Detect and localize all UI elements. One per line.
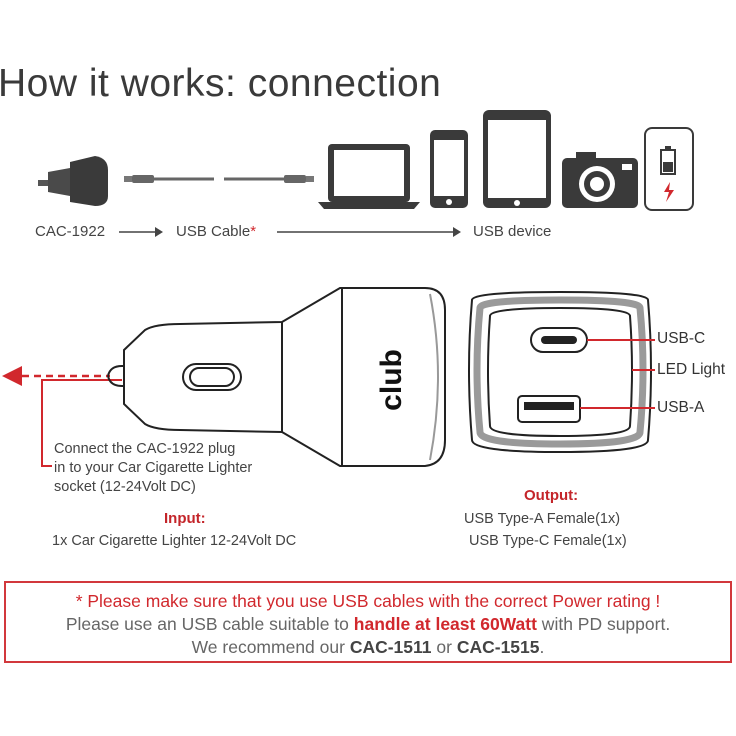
car-charger-large-icon xyxy=(107,287,446,467)
brand-logo-text: club xyxy=(375,349,408,411)
club3d-logo: club xyxy=(375,349,408,411)
insert-direction-arrow-icon xyxy=(2,366,110,386)
usb-cable-icon xyxy=(124,175,314,183)
notice-line-1: * Please make sure that you use USB cabl… xyxy=(75,591,661,611)
device-illustrations xyxy=(38,110,694,211)
flow-label-charger: CAC-1922 xyxy=(35,223,106,240)
camera-icon xyxy=(562,152,638,208)
arrow-right-icon xyxy=(119,227,163,237)
smartphone-large-icon xyxy=(483,110,551,208)
laptop-icon xyxy=(318,144,420,209)
label-usb-a: USB-A xyxy=(657,399,705,416)
flow-label-cable: USB Cable* xyxy=(176,223,257,240)
label-usb-c: USB-C xyxy=(657,330,706,347)
input-heading: Input: xyxy=(164,510,206,527)
connect-instruction: Connect the CAC-1922 plug in to your Car… xyxy=(54,441,253,495)
flow-label-device: USB device xyxy=(473,223,552,240)
output-line-2: USB Type-C Female(1x) xyxy=(469,533,627,549)
notice-line-2: Please use an USB cable suitable to hand… xyxy=(65,614,671,634)
charger-diagram: club xyxy=(2,287,655,467)
asterisk-mark: * xyxy=(250,223,257,240)
smartphone-small-icon xyxy=(430,130,468,208)
page-title: How it works: connection xyxy=(0,62,442,105)
product-link-cac-1515: CAC-1515 xyxy=(456,637,540,657)
output-heading: Output: xyxy=(524,487,579,504)
output-line-1: USB Type-A Female(1x) xyxy=(464,511,621,527)
power-bank-icon xyxy=(644,127,694,211)
product-link-cac-1511: CAC-1511 xyxy=(349,637,432,657)
charger-front-view xyxy=(468,290,655,454)
power-rating-notice: * Please make sure that you use USB cabl… xyxy=(4,581,732,663)
input-description: 1x Car Cigarette Lighter 12-24Volt DC xyxy=(52,533,297,549)
label-led-light: LED Light xyxy=(657,361,726,378)
notice-line-3: We recommend our CAC-1511 or CAC-1515. xyxy=(191,637,545,657)
car-charger-small-icon xyxy=(38,156,108,206)
arrow-right-long-icon xyxy=(277,227,461,237)
